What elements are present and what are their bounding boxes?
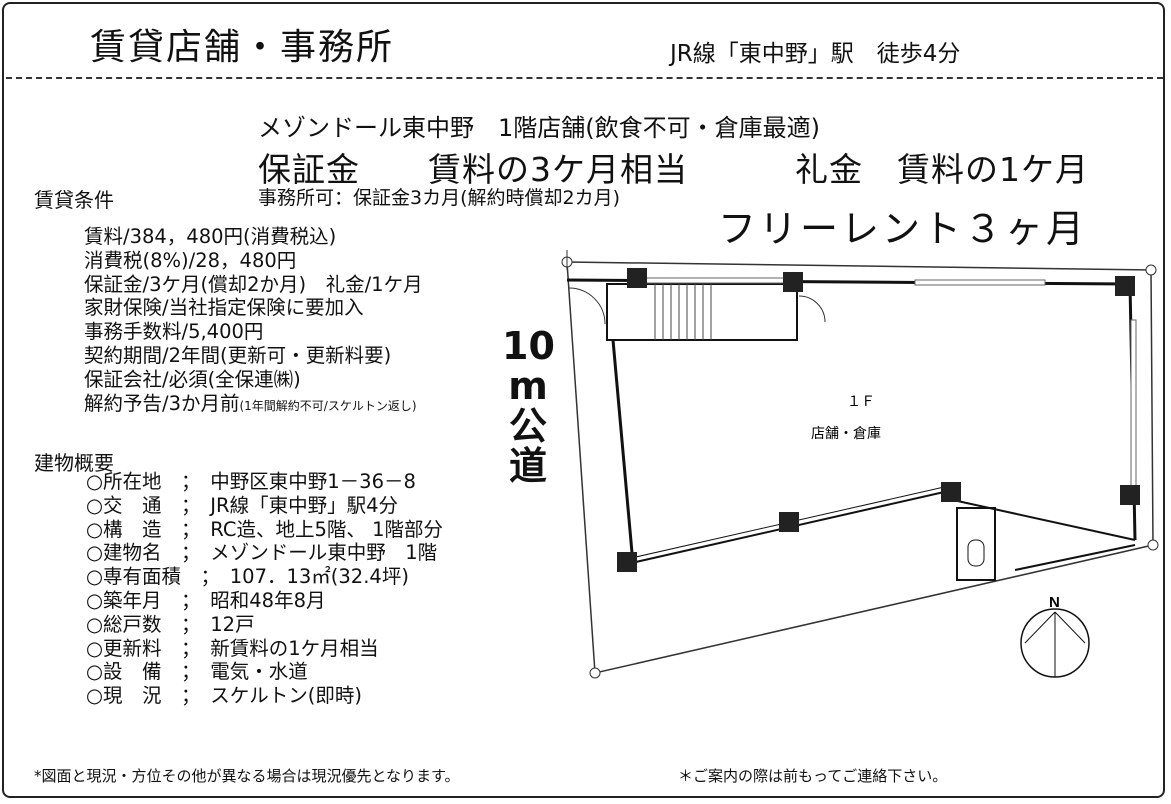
deposit-summary: 保証金 賃料の3ケ月相当 (258, 150, 688, 189)
column (1115, 276, 1135, 296)
cancel-main: 解約予告/3か月前 (84, 391, 240, 415)
road-kanji-road: 道 (508, 444, 547, 488)
property-name: メゾンドール東中野 1階店舗(飲食不可・倉庫最適) (258, 114, 820, 142)
condition-insurance: 家財保険/当社指定保険に要加入 (84, 296, 364, 320)
key-money-summary: 礼金 賃料の1ケ月 (795, 150, 1089, 189)
condition-fee: 事務手数料/5,400円 (84, 320, 264, 344)
conditions-heading: 賃貸条件 (34, 188, 114, 212)
cancel-note: (1年間解約不可/スケルトン返し) (239, 398, 417, 413)
station-access: JR線「東中野」駅 徒歩4分 (670, 41, 961, 67)
office-use-note: 事務所可：保証金3カ月(解約時償却2カ月) (258, 187, 621, 209)
building-list: ○所在地 ； 中野区東中野1－36－8 ○交 通 ； JR線「東中野」駅4分 ○… (86, 470, 443, 708)
column (1120, 485, 1140, 505)
building-equipment: ○設 備 ； 電気・水道 (86, 660, 308, 684)
building-built: ○築年月 ； 昭和48年8月 (86, 588, 326, 612)
unit-wall-left (611, 339, 635, 565)
column (779, 512, 799, 532)
floor-plan: １Ｆ 店舗・倉庫 N (561, 250, 1159, 679)
window (644, 277, 786, 284)
header-divider (6, 77, 1163, 79)
unit-wall-right (952, 499, 1136, 541)
building-name: ○建物名 ； メゾンドール東中野 1階 (86, 541, 438, 565)
road-width-unit: m (508, 364, 548, 408)
flyer-title: 賃貸店舗・事務所 (90, 27, 395, 68)
stair-area (606, 283, 798, 341)
floor-label: １Ｆ (847, 394, 875, 410)
condition-rent: 賃料/384，480円(消費税込) (84, 225, 337, 248)
condition-deposit: 保証金/3ケ月(償却2か月) 礼金/1ケ月 (84, 272, 423, 296)
building-structure: ○構 造 ； RC造、地上5階、 1階部分 (86, 517, 443, 541)
building-renewal: ○更新料 ； 新賃料の1ケ月相当 (86, 636, 379, 660)
room-label: 店舗・倉庫 (811, 425, 881, 442)
road-width-number: 10 (502, 324, 555, 368)
north-compass-icon: N (1020, 594, 1090, 678)
unit-wall-outer (566, 278, 1137, 541)
toilet-room (956, 507, 996, 581)
condition-tax: 消費税(8%)/28，480円 (84, 248, 297, 272)
building-access: ○交 通 ； JR線「東中野」駅4分 (86, 493, 398, 517)
column (617, 552, 637, 572)
boundary-marker (1147, 539, 1159, 551)
road-kanji-public: 公 (508, 404, 547, 448)
building-heading: 建物概要 (34, 451, 114, 475)
boundary-marker (1145, 264, 1157, 276)
footer-note-contact: ＊ご案内の際は前もってご連絡下さい。 (678, 767, 948, 785)
footer-note-plan: *図面と現況・方位その他が異なる場合は現況優先となります。 (34, 767, 460, 785)
condition-guarantor: 保証会社/必須(全保連㈱) (84, 367, 301, 391)
column (783, 272, 803, 292)
window (914, 279, 1046, 286)
road-label: 10 m 公 道 (502, 324, 555, 488)
north-label: N (1049, 594, 1060, 611)
conditions-list: 賃料/384，480円(消費税込) 消費税(8%)/28，480円 保証金/3ケ… (84, 225, 423, 418)
door-swing (798, 295, 826, 323)
free-rent-banner: フリーレント３ヶ月 (718, 207, 1088, 251)
column (627, 268, 647, 288)
building-address: ○所在地 ； 中野区東中野1－36－8 (86, 470, 416, 493)
door-swing (568, 287, 606, 325)
building-units: ○総戸数 ； 12戸 (86, 612, 255, 636)
stairs (654, 284, 712, 340)
condition-term: 契約期間/2年間(更新可・更新料要) (84, 343, 392, 367)
boundary-marker (589, 667, 601, 679)
column (941, 482, 961, 502)
building-status: ○現 況 ； スケルトン(即時) (86, 684, 362, 708)
toilet-icon (967, 539, 985, 567)
window (1130, 319, 1137, 491)
unit-wall-bottom (1014, 544, 1136, 571)
condition-cancel: 解約予告/3か月前(1年間解約不可/スケルトン返し) (84, 392, 423, 419)
building-area: ○専有面積 ； 107．13㎡(32.4坪) (86, 565, 409, 589)
